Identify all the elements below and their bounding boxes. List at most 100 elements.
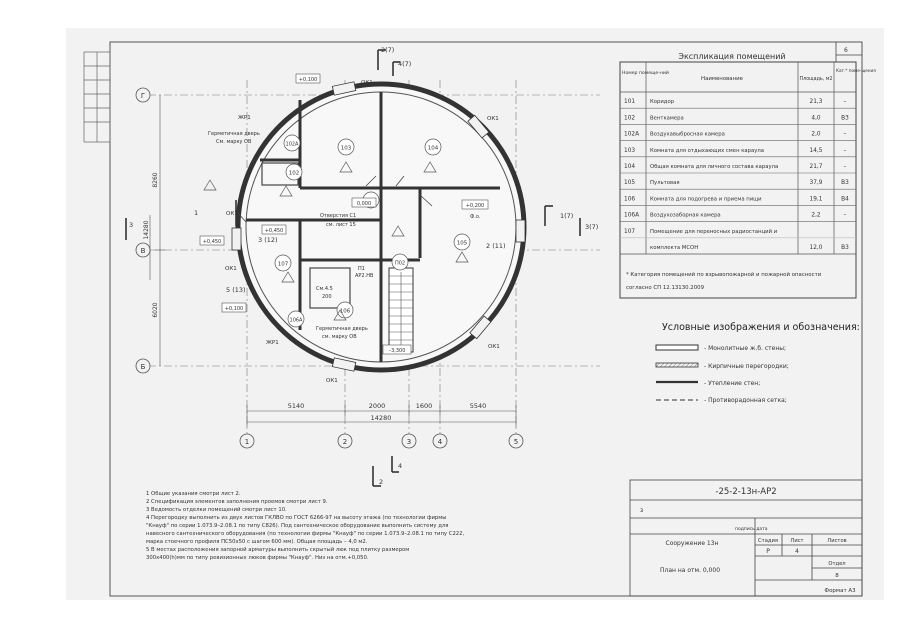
explication-cell-num: 106А (624, 213, 639, 219)
dim-left-1: 8260 (152, 172, 159, 187)
explication-cell-name: Комната для отдыхающих смен караула (650, 148, 764, 154)
explication-cell-num: 101 (624, 99, 635, 105)
legend-swatch-monolith (655, 344, 699, 351)
elev-top: +0,100 (299, 77, 318, 83)
drawing-code: -25-2-13н-АР2 (715, 487, 776, 497)
dim-left-2: 14280 (143, 220, 150, 239)
elev-pit: –3,300 (389, 348, 406, 354)
explication-cell-area: 21,3 (810, 99, 823, 105)
axis-col-5: 5 (514, 438, 518, 446)
header-num: Номер помеще-ний (622, 69, 669, 76)
section-marks (125, 49, 581, 487)
explication-cell-area: 4,0 (811, 115, 821, 121)
mark-ok1-top: ОК1 (361, 80, 373, 86)
room-tag-102a: 102А (286, 142, 300, 148)
elev-left: +0,450 (203, 239, 222, 245)
label-sm: См.4.5 (316, 286, 333, 292)
mark-ok1-wt: ОК1 (226, 211, 238, 217)
note-line-1: 1 Общие указания смотри лист 2. (146, 491, 241, 497)
dimension-lines (149, 95, 517, 427)
room-tag-106: 106 (340, 309, 351, 315)
elev-inner: +0,450 (265, 228, 284, 234)
sheet-format: Формат А3 (824, 588, 856, 594)
axis-row-g: Г (141, 92, 145, 100)
mark-zhr1-bottom: ЖР1 (266, 340, 279, 346)
note-line-2: 2 Спецификация элементов заполнения прое… (146, 499, 328, 505)
explication-cell-area: 37,9 (810, 180, 823, 186)
dim-5140: 5140 (288, 402, 305, 410)
explication-cell-cat: – (844, 132, 847, 138)
explication-cell-area: 2,0 (811, 132, 821, 138)
explication-title: Экспликация помещений (678, 52, 785, 61)
room-tag-106a: 106А (290, 318, 304, 324)
note-line-6: навесного сантехнического оборудования (… (146, 531, 465, 537)
explication-cell-name: Помещение для переносных радиостанций и (650, 228, 777, 235)
sheet-label: Лист (790, 538, 803, 544)
elevation-marks: +0,100 +0,450 +0,200 0,000 +0,450 +0,100… (199, 73, 489, 355)
sheet-number: 6 (844, 47, 848, 54)
title-block (629, 479, 863, 597)
axis-col-4: 4 (438, 438, 443, 446)
explication-cell-cat: – (844, 99, 847, 105)
header-area: Площадь, м2 (800, 76, 833, 82)
explication-cell-cat: – (844, 164, 847, 170)
explication-cell-num: 102 (624, 115, 635, 121)
explication-cell-cat: – (844, 213, 847, 219)
explication-cell-cat: В3 (841, 245, 849, 251)
explication-cell-name: Комната для подогрева и приема пищи (650, 196, 762, 202)
explication-cell-cat: В4 (841, 196, 849, 202)
note-line-9: 300х400(h)мм по типу ревизионных люков ф… (146, 555, 369, 561)
mark-ok1-s: ОК1 (326, 378, 338, 384)
staircase (388, 267, 414, 353)
dim-total: 14280 (371, 414, 392, 422)
explication-cell-area: 2,2 (811, 213, 821, 219)
room-tag-105: 105 (457, 241, 468, 247)
section-1-7: 1(7) (560, 212, 573, 220)
explication-cell-cat: В3 (841, 115, 849, 121)
sheets-label: Листов (827, 538, 846, 544)
room-tag-102: 102 (289, 171, 300, 177)
section-1: 1 (194, 209, 198, 217)
dim-left-3: 6020 (152, 302, 159, 317)
label-hermetic-top: Герметичная дверь (208, 131, 260, 137)
section-5-13: 5 (13) (226, 286, 246, 294)
mark-zhr1-top: ЖР1 (238, 115, 251, 121)
explication-cell-area: 19,1 (810, 196, 823, 202)
explication-cell-num: 105 (624, 180, 635, 186)
header-cat: Кат.* поме-щения (836, 68, 876, 73)
axis-row-v: В (141, 247, 146, 255)
title-small-1: з (640, 507, 643, 514)
explication-cell-area: 12,0 (810, 245, 823, 251)
explication-cell-num: 106 (624, 196, 635, 202)
section-4: 4 (398, 462, 402, 470)
explication-cell-name: Общая комната для личного состава караул… (650, 164, 778, 170)
footnote-line-1: * Категория помещений по взрывопожарной … (626, 271, 822, 278)
legend-item-1: - Монолитные ж.б. стены; (704, 345, 786, 352)
explication-cell-name: Венткамера (650, 115, 684, 121)
elev-zero: 0,000 (357, 201, 371, 207)
label-hermetic-bottom: Герметичная дверь (316, 326, 368, 332)
axis-row-b: Б (141, 363, 146, 371)
org-label: Отдел (828, 561, 845, 567)
section-3-7: 3(7) (585, 223, 598, 231)
explication-cell-num: 107 (624, 229, 635, 235)
dim-2000: 2000 (369, 402, 386, 410)
explication-cell-name: Пультовая (650, 180, 680, 186)
building-name: Сооружение 13н (666, 540, 719, 547)
category-triangles (203, 161, 469, 321)
mark-ok1-w: ОК1 (225, 266, 237, 272)
section-3-12: 3 (12) (258, 236, 278, 244)
drawing-frame (109, 41, 863, 597)
room-tags: 103 104 101 102 102А 105 106 106А 107 П0… (274, 134, 471, 328)
note-line-5: "Кнауф" по серии 1.073.9–2.08.1 по типу … (146, 523, 449, 529)
explication-cell-cat: – (844, 148, 847, 154)
note-line-3: 3 Ведомость отделки помещений смотри лис… (146, 507, 287, 513)
dim-5540: 5540 (470, 402, 487, 410)
explication-cell-area: 21,7 (810, 164, 823, 170)
label-p1: П1 (358, 266, 365, 272)
axis-col-1: 1 (245, 438, 249, 446)
note-line-4: 4 Перегородку выполнить из двух листов Г… (146, 515, 447, 521)
legend-item-4: - Противорадонная сетка; (704, 397, 787, 404)
